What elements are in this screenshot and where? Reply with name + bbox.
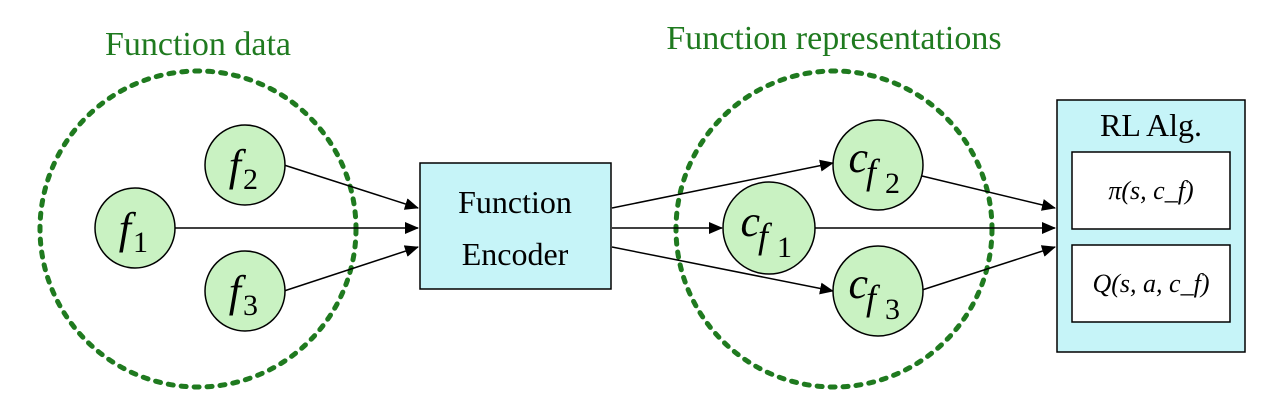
encoder-line1: Function: [458, 184, 572, 220]
node-f3-sub: 3: [243, 289, 258, 322]
edge-cf2-rl: [921, 175, 1056, 211]
policy-box: [1071, 151, 1231, 230]
encoder-line2: Encoder: [462, 236, 569, 272]
node-f1: f 1: [94, 187, 176, 269]
node-cf2: c f 2: [832, 119, 924, 211]
node-cf2-sub: 2: [885, 167, 900, 200]
node-f1-sub: 1: [133, 226, 148, 259]
policy-formula: π(s, c_f): [1108, 176, 1193, 205]
node-cf2-main: c: [848, 133, 868, 182]
edge-f2-encoder: [283, 164, 419, 210]
node-cf1: c f 1: [722, 181, 816, 275]
edge-f3-encoder: [283, 245, 419, 292]
rl-title: RL Alg.: [1100, 107, 1202, 143]
function-encoder-box: Function Encoder: [419, 162, 612, 290]
node-cf3-main: c: [848, 259, 868, 308]
function-data-label: Function data: [105, 26, 291, 63]
node-f2-sub: 2: [243, 163, 258, 196]
edge-encoder-cf3: [611, 246, 834, 295]
function-data-group: [37, 68, 359, 390]
node-cf3: c f 3: [832, 245, 924, 337]
node-f2: f 2: [204, 124, 286, 206]
rl-algorithm-box: RL Alg. π(s, c_f) Q(s, a, c_f): [1056, 99, 1246, 353]
edge-encoder-cf2: [611, 159, 834, 209]
node-cf3-sub: 3: [885, 293, 900, 326]
q-function-box: [1071, 244, 1231, 323]
node-cf1-main: c: [740, 197, 760, 246]
function-representations-group: [673, 68, 995, 390]
node-f3: f 3: [204, 250, 286, 332]
node-cf1-sub: 1: [777, 231, 792, 264]
function-representations-label: Function representations: [666, 20, 1001, 57]
q-function-formula: Q(s, a, c_f): [1093, 269, 1210, 298]
edge-cf3-rl: [921, 245, 1056, 291]
